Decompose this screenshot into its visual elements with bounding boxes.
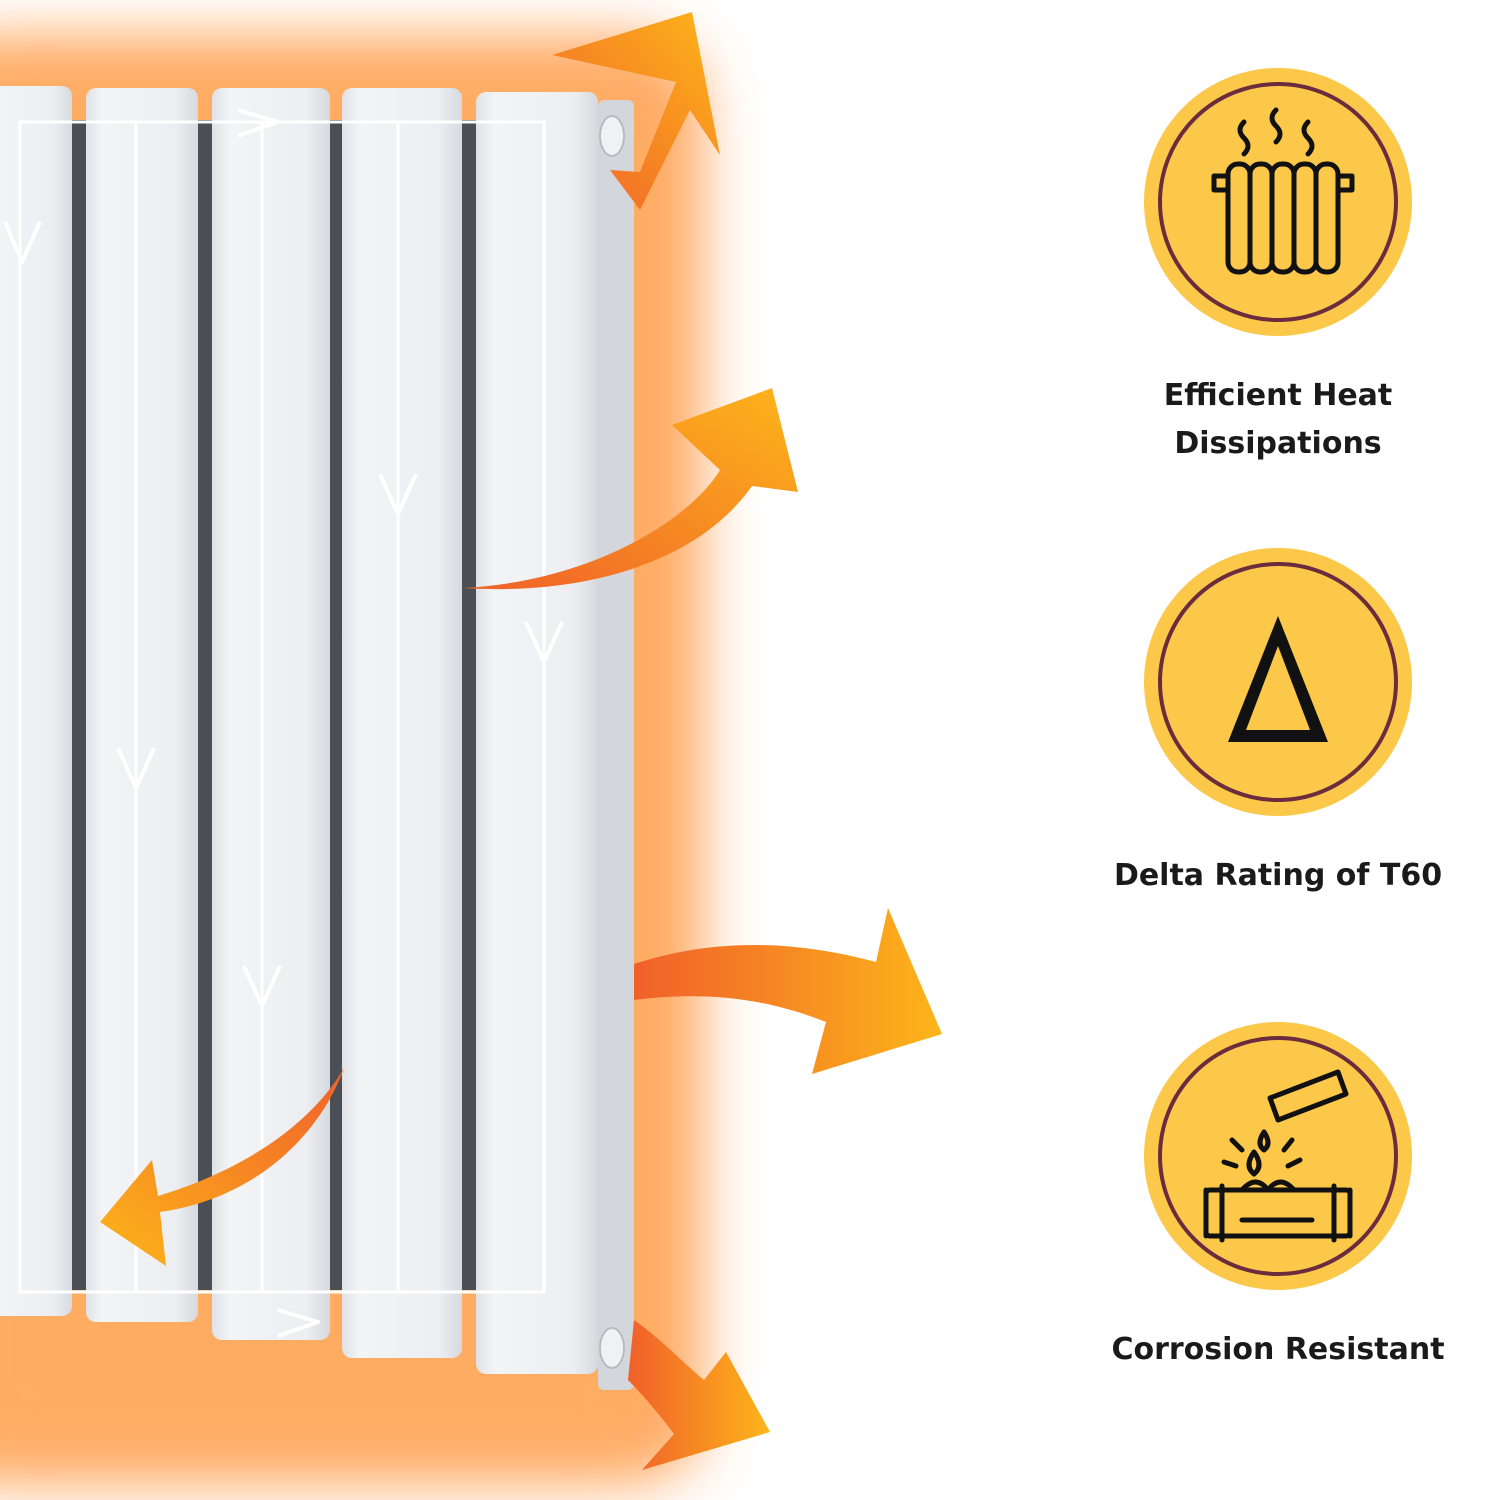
delta-icon: [1144, 548, 1412, 816]
heat-arrows: [100, 12, 942, 1470]
feature-delta-rating: Delta Rating of T60: [1100, 546, 1456, 900]
corrosion-pipe-icon: [1144, 1022, 1412, 1290]
radiator-column: [342, 88, 462, 1358]
arrow-mid-upper: [462, 388, 798, 590]
bracket-bottom: [599, 1327, 625, 1369]
radiator-gap: [330, 120, 342, 1290]
feature-corrosion-resistant: Corrosion Resistant: [1100, 1020, 1456, 1374]
feature-label-efficient-heat: Efficient Heat Dissipations: [1163, 378, 1393, 461]
radiator-gap: [72, 120, 86, 1290]
radiator-column: [212, 88, 330, 1340]
radiator-column: [476, 92, 598, 1374]
bracket-top: [599, 115, 625, 157]
arrow-bottom-right: [628, 1320, 770, 1470]
flow-arrowheads: [3, 108, 564, 1338]
radiator: [0, 86, 634, 1390]
arrow-bottom-left: [100, 1068, 344, 1266]
feature-label-corrosion-resistant: Corrosion Resistant: [1111, 1332, 1445, 1367]
feature-efficient-heat: Efficient Heat Dissipations: [1100, 66, 1456, 468]
flow-lines: [18, 120, 546, 1294]
radiator-column: [86, 88, 198, 1322]
arrow-mid-lower: [634, 908, 942, 1074]
radiator-side: [598, 100, 634, 1390]
arrow-top-right: [552, 12, 720, 210]
radiator-gap: [198, 120, 212, 1290]
radiator-heat-icon: [1144, 68, 1412, 336]
radiator-column: [0, 86, 72, 1316]
radiator-gap: [462, 120, 476, 1290]
feature-label-delta-rating: Delta Rating of T60: [1113, 858, 1443, 893]
